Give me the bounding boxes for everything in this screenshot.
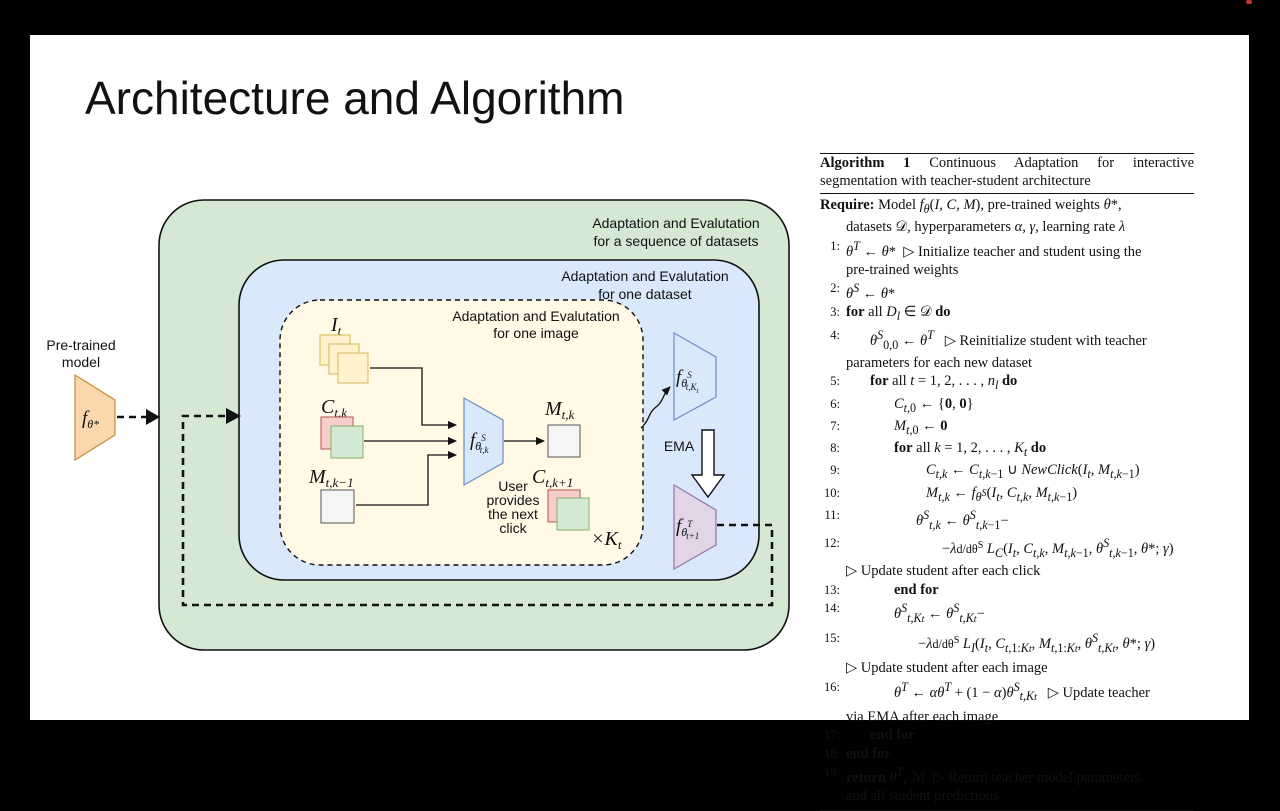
algo-line-15-cont: ▷ Update student after each image xyxy=(846,660,1048,677)
algo-line-16-cont: via EMA after each image xyxy=(846,708,999,725)
architecture-diagram: Adaptation and Evalutation for a sequenc… xyxy=(46,199,790,651)
require-text: Model fθ(I, C, M), pre-trained weights θ… xyxy=(878,196,1122,216)
algo-line-4-cont: parameters for each new dataset xyxy=(846,354,1032,371)
algo-line-5: 5:for all t = 1, 2, . . . , nl do xyxy=(830,373,1018,393)
mask-output-square xyxy=(547,424,581,458)
student-update-arrow xyxy=(640,386,671,429)
outer-label-line1: Adaptation and Evalutation xyxy=(592,215,759,231)
next-click-green-square xyxy=(556,497,590,531)
prev-mask-square xyxy=(320,489,355,524)
mask-to-student-arrow xyxy=(356,451,457,506)
student-model-trapezoid xyxy=(463,396,504,487)
algo-line-7: 7:Mt,0 ← 0 xyxy=(830,417,948,437)
algo-line-1: 1:θT ← θ* ▷ Initialize teacher and stude… xyxy=(830,238,1142,260)
algo-line-12: 12:−λd/dθS LC(It, Ct,k, Mt,k−1, θSt,k−1,… xyxy=(824,536,1174,560)
image-to-student-arrow xyxy=(370,367,457,429)
algo-line-8: 8:for all k = 1, 2, . . . , Kt do xyxy=(830,440,1047,459)
algo-line-9: 9:Ct,k ← Ct,k−1 ∪ NewClick(It, Mt,k−1) xyxy=(830,462,1140,482)
algo-line-2: 2:θS ← θ* xyxy=(830,281,896,302)
image-layer-3 xyxy=(337,352,369,384)
image-symbol: It xyxy=(330,314,342,338)
user-note-line4: click xyxy=(499,520,527,536)
algo-line-3: 3:for all Dl ∈ 𝒟 do xyxy=(830,304,951,324)
student-final-trapezoid xyxy=(673,331,717,422)
pretrained-label-line2: model xyxy=(62,354,100,370)
algo-line-10: 10:Mt,k ← fθS(It, Ct,k, Mt,k−1) xyxy=(824,484,1078,504)
pretrained-model-trapezoid xyxy=(74,373,116,462)
teacher-model-trapezoid xyxy=(673,483,717,571)
ema-arrow xyxy=(690,429,726,499)
algo-line-6: 6:Ct,0 ← {0, 0} xyxy=(830,395,974,415)
algorithm-top-rule xyxy=(820,153,1194,154)
algo-line-16: 16:θT ← αθT + (1 − α)θSt,Kt ▷ Update tea… xyxy=(824,679,1150,704)
algo-line-12-cont: ▷ Update student after each click xyxy=(846,563,1041,580)
algo-line-14: 14:θSt,Kt ← θSt,Kt− xyxy=(824,601,985,625)
dataset-label-line1: Adaptation and Evalutation xyxy=(561,268,728,284)
image-label-line2: for one image xyxy=(493,325,579,341)
algo-line-4: 4:θS0,0 ← θT ▷ Reinitialize student with… xyxy=(830,327,1147,352)
algorithm-require-cont: datasets 𝒟, hyperparameters α, γ, learni… xyxy=(846,219,1126,236)
clicks-symbol: Ct,k xyxy=(321,396,347,420)
ema-label: EMA xyxy=(664,438,695,454)
algo-line-13: 13:end for xyxy=(824,581,939,598)
algo-line-19: 19:return θT, ℳ ▷ Return teacher model p… xyxy=(824,765,1141,786)
algorithm-caption-head: Algorithm 1 xyxy=(820,155,911,171)
require-keyword: Require: xyxy=(820,196,875,213)
click-green-square xyxy=(330,425,364,459)
algo-line-19-cont: and all student predictions xyxy=(846,788,999,805)
dataset-label-line2: for one dataset xyxy=(598,286,692,302)
slide: Architecture and Algorithm Adaptation an… xyxy=(30,35,1249,811)
outer-label-line2: for a sequence of datasets xyxy=(594,233,759,249)
user-note-line2: provides xyxy=(487,492,540,508)
pretrained-label-line1: Pre-trained xyxy=(46,337,115,353)
algorithm-caption-text: Continuous Adaptation for interactive se… xyxy=(820,155,1195,190)
algorithm-block: Algorithm 1 Continuous Adaptation for in… xyxy=(820,153,1194,811)
algo-line-18: 18:end for xyxy=(824,745,891,762)
pretrained-arrowhead xyxy=(146,409,160,425)
slide-title: Architecture and Algorithm xyxy=(85,72,625,124)
algo-line-11: 11:θSt,k ← θSt,k−1− xyxy=(824,508,1009,532)
algo-line-17: 17:end for xyxy=(824,727,915,744)
algo-line-1-cont: pre-trained weights xyxy=(846,261,959,278)
algorithm-require: Require: Model fθ(I, C, M), pre-trained … xyxy=(820,196,1194,218)
algo-line-15: 15:−λd/dθS LI(It, Ct,1:Kt, Mt,1:Kt, θSt,… xyxy=(824,631,1156,655)
feedback-arrowhead xyxy=(226,408,241,424)
repeat-kt-symbol: ×Kt xyxy=(591,528,622,552)
algorithm-mid-rule xyxy=(820,192,1194,194)
user-note-line3: the next xyxy=(488,506,538,522)
recording-indicator xyxy=(1246,0,1252,4)
user-note-line1: User xyxy=(498,478,528,494)
image-label-line1: Adaptation and Evalutation xyxy=(452,308,619,324)
algorithm-caption: Algorithm 1 Continuous Adaptation for in… xyxy=(820,154,1194,191)
